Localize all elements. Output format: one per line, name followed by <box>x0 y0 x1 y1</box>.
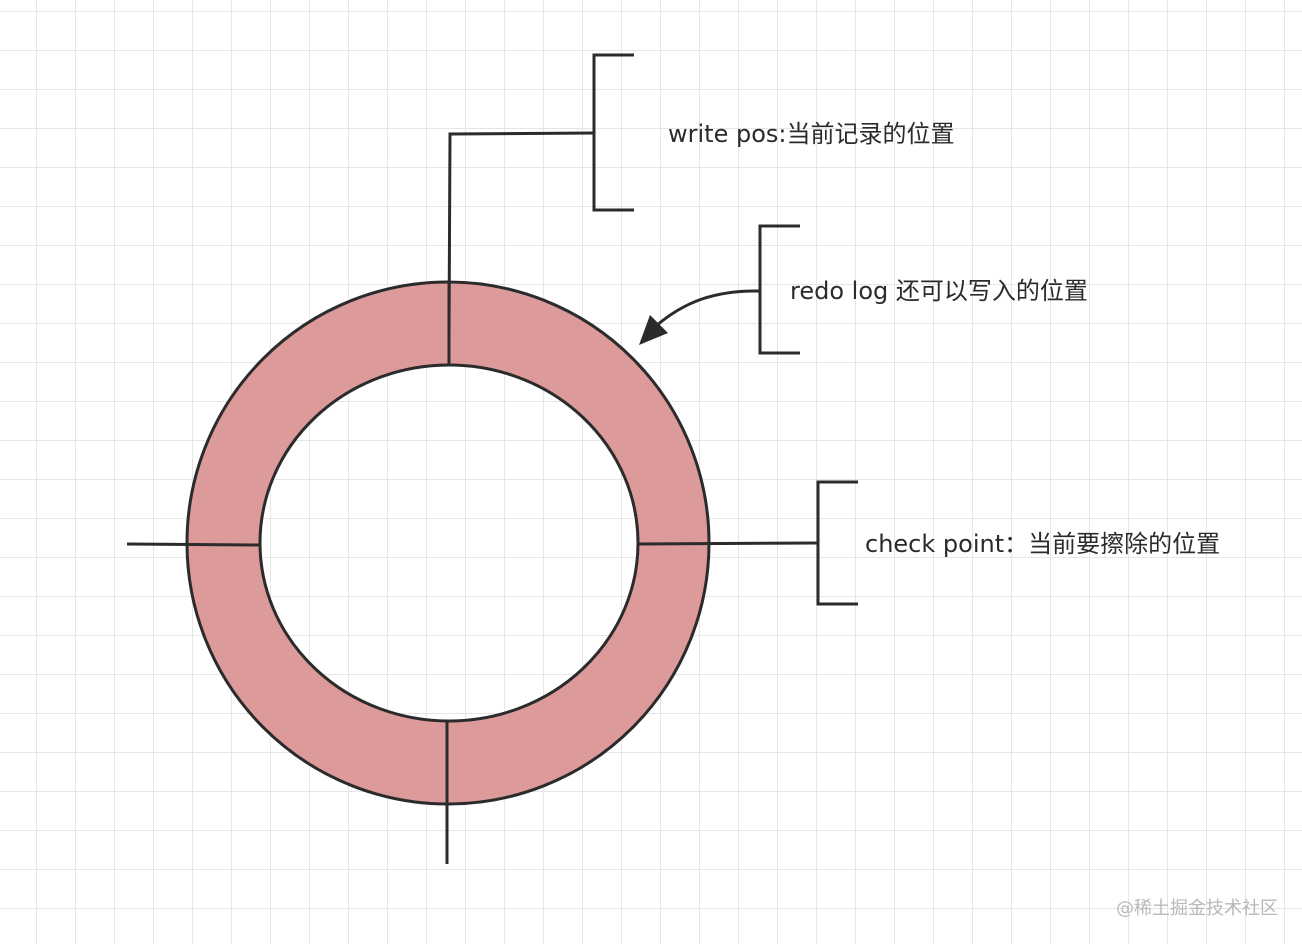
watermark: @稀土掘金技术社区 <box>1116 898 1278 919</box>
write-pos-bracket <box>592 53 634 212</box>
write-pos-label: write pos:当前记录的位置 <box>668 120 955 148</box>
check-point-divider <box>637 541 819 546</box>
redo-space-label: redo log 还可以写入的位置 <box>790 277 1088 305</box>
redo-space-arrow-curve <box>655 289 761 328</box>
check-point-label: check point：当前要擦除的位置 <box>865 530 1221 558</box>
write-pos-connector <box>447 131 595 336</box>
check-point-bracket <box>816 480 858 606</box>
redo-space-arrowhead <box>639 315 668 345</box>
left-divider <box>126 542 261 547</box>
